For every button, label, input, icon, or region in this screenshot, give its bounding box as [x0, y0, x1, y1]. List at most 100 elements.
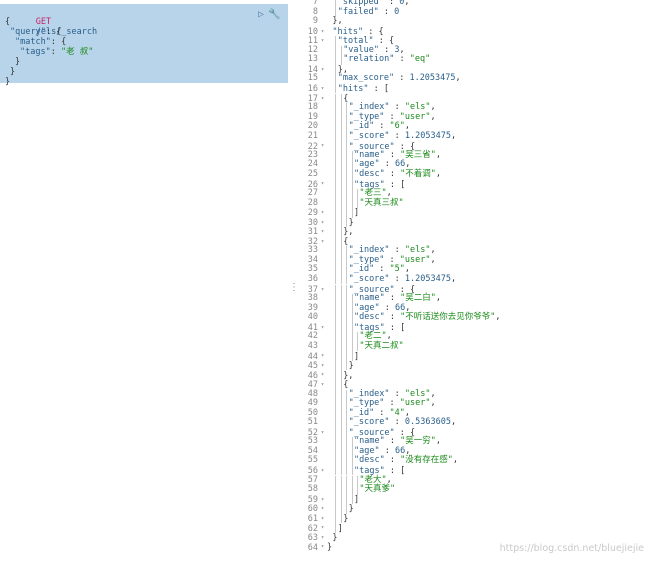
code-token: : — [389, 245, 405, 256]
indent-guide — [340, 179, 342, 189]
code: "_score" : 0.5363605, — [327, 417, 457, 428]
fold-toggle-icon[interactable]: ▾ — [320, 514, 325, 522]
fold-toggle-icon[interactable]: ▾ — [320, 142, 325, 150]
code-token: ] — [337, 523, 343, 534]
indent-guide — [346, 274, 348, 285]
code: "_id" : "5", — [327, 264, 410, 275]
line-number: 23 — [307, 149, 318, 160]
request-path: /els/_search — [35, 27, 98, 37]
vertical-ellipsis-icon[interactable]: ⋮ — [289, 282, 299, 293]
fold-toggle-icon[interactable]: ▾ — [320, 381, 325, 388]
fold-toggle-icon[interactable]: ▾ — [320, 209, 325, 217]
fold-toggle-icon[interactable]: ▾ — [320, 371, 325, 379]
code-token: , — [435, 168, 441, 179]
request-body-line[interactable]: } — [15, 57, 20, 67]
indent-guide — [340, 389, 342, 400]
fold-toggle-icon[interactable]: ▾ — [320, 37, 325, 45]
indent-guide — [346, 437, 348, 447]
fold-toggle-icon[interactable]: ▾ — [320, 352, 325, 360]
fold-toggle-icon[interactable]: ▾ — [320, 65, 325, 73]
code-token: 3 — [394, 44, 400, 55]
request-body-line[interactable]: "tags": "老 叔" — [20, 47, 93, 57]
fold-toggle-icon[interactable]: ▾ — [320, 361, 325, 369]
code: "desc" : "没有存在感", — [327, 455, 458, 466]
code-token: { — [343, 380, 349, 391]
fold-toggle-icon[interactable]: ▾ — [320, 285, 325, 293]
code-token: } — [15, 57, 21, 67]
request-toolbar: ▷🔧 — [258, 9, 284, 20]
indent-guide — [335, 236, 337, 247]
fold-toggle-icon[interactable]: ▾ — [320, 428, 325, 436]
code-token: "老 叔" — [60, 47, 94, 57]
code-token: , — [450, 417, 457, 428]
fold-toggle-icon[interactable]: ▾ — [320, 218, 325, 226]
response-line: 61▾} — [298, 514, 349, 524]
fold-toggle-icon[interactable]: ▾ — [320, 94, 325, 102]
code-token: , — [404, 0, 410, 7]
line-number: 26 — [307, 179, 318, 190]
line-number: 30 — [307, 217, 318, 228]
code-token: : — [389, 130, 405, 141]
line-number: 15 — [307, 73, 318, 84]
line-number: 62 — [307, 523, 318, 534]
indent-guide — [335, 475, 337, 486]
request-body-line[interactable]: "match": { — [15, 37, 66, 47]
code: "desc" : "不着调", — [327, 169, 441, 179]
fold-toggle-icon[interactable]: ▾ — [320, 524, 325, 532]
fold-toggle-icon[interactable]: ▾ — [320, 84, 325, 92]
code: } — [327, 543, 332, 553]
code: "_source" : { — [327, 285, 416, 295]
request-body-line[interactable]: { — [5, 17, 10, 27]
code-token: "吴一穷" — [400, 436, 436, 447]
request-body-line[interactable]: } — [10, 67, 15, 77]
fold-toggle-icon[interactable]: ▾ — [320, 533, 325, 541]
line-number: 36 — [307, 273, 318, 284]
indent-guide — [346, 351, 348, 361]
code: } — [327, 533, 337, 543]
request-block[interactable]: GET /els/_search {"query": {"match": {"t… — [0, 4, 288, 87]
play-icon[interactable]: ▷ — [258, 9, 265, 20]
code: "hits" : [ — [327, 84, 389, 94]
request-body-line[interactable]: } — [5, 77, 10, 87]
code-token: "hits" — [332, 26, 364, 37]
request-editor[interactable]: GET /els/_search {"query": {"match": {"t… — [0, 0, 290, 561]
indent-guide — [351, 494, 353, 505]
response-line: 28"天真三叔" — [298, 198, 404, 209]
indent-guide — [340, 265, 342, 275]
response-line: 18"_index" : "els", — [298, 102, 436, 113]
fold-toggle-icon[interactable]: ▾ — [320, 505, 325, 513]
wrench-icon[interactable]: 🔧 — [268, 9, 281, 20]
code-token: : — [389, 273, 405, 284]
code-token: "_index" — [348, 245, 390, 256]
indent-guide — [340, 313, 342, 323]
indent-guide — [346, 169, 348, 180]
fold-toggle-icon[interactable]: ▾ — [320, 180, 325, 188]
fold-toggle-icon[interactable]: ▾ — [320, 27, 325, 35]
fold-toggle-icon[interactable]: ▾ — [320, 323, 325, 331]
code-token: : — [389, 102, 405, 113]
indent-guide — [346, 494, 348, 505]
request-line[interactable]: GET /els/_search — [5, 7, 97, 37]
fold-toggle-icon[interactable]: ▾ — [320, 543, 325, 551]
indent-guide — [335, 112, 337, 123]
line-number: 55 — [307, 455, 318, 466]
code: { — [327, 94, 348, 104]
indent-guide — [335, 465, 337, 476]
request-body-line[interactable]: "query": { — [10, 27, 61, 37]
indent-guide — [351, 160, 353, 170]
indent-guide — [340, 465, 342, 476]
code-token: , — [405, 302, 411, 313]
indent-guide — [335, 217, 337, 228]
code-token: }, — [343, 227, 354, 238]
response-line: 49"_type" : "user", — [298, 398, 436, 409]
fold-toggle-icon[interactable]: ▾ — [320, 466, 325, 474]
fold-toggle-icon[interactable]: ▾ — [320, 237, 325, 245]
line-number: 12 — [307, 44, 318, 55]
code-token: : — [384, 312, 401, 323]
indent-guide — [357, 341, 358, 352]
indent-guide — [340, 131, 342, 142]
fold-toggle-icon[interactable]: ▾ — [320, 228, 325, 236]
fold-toggle-icon[interactable]: ▾ — [320, 495, 325, 503]
response-line: 42"老二", — [298, 331, 392, 342]
